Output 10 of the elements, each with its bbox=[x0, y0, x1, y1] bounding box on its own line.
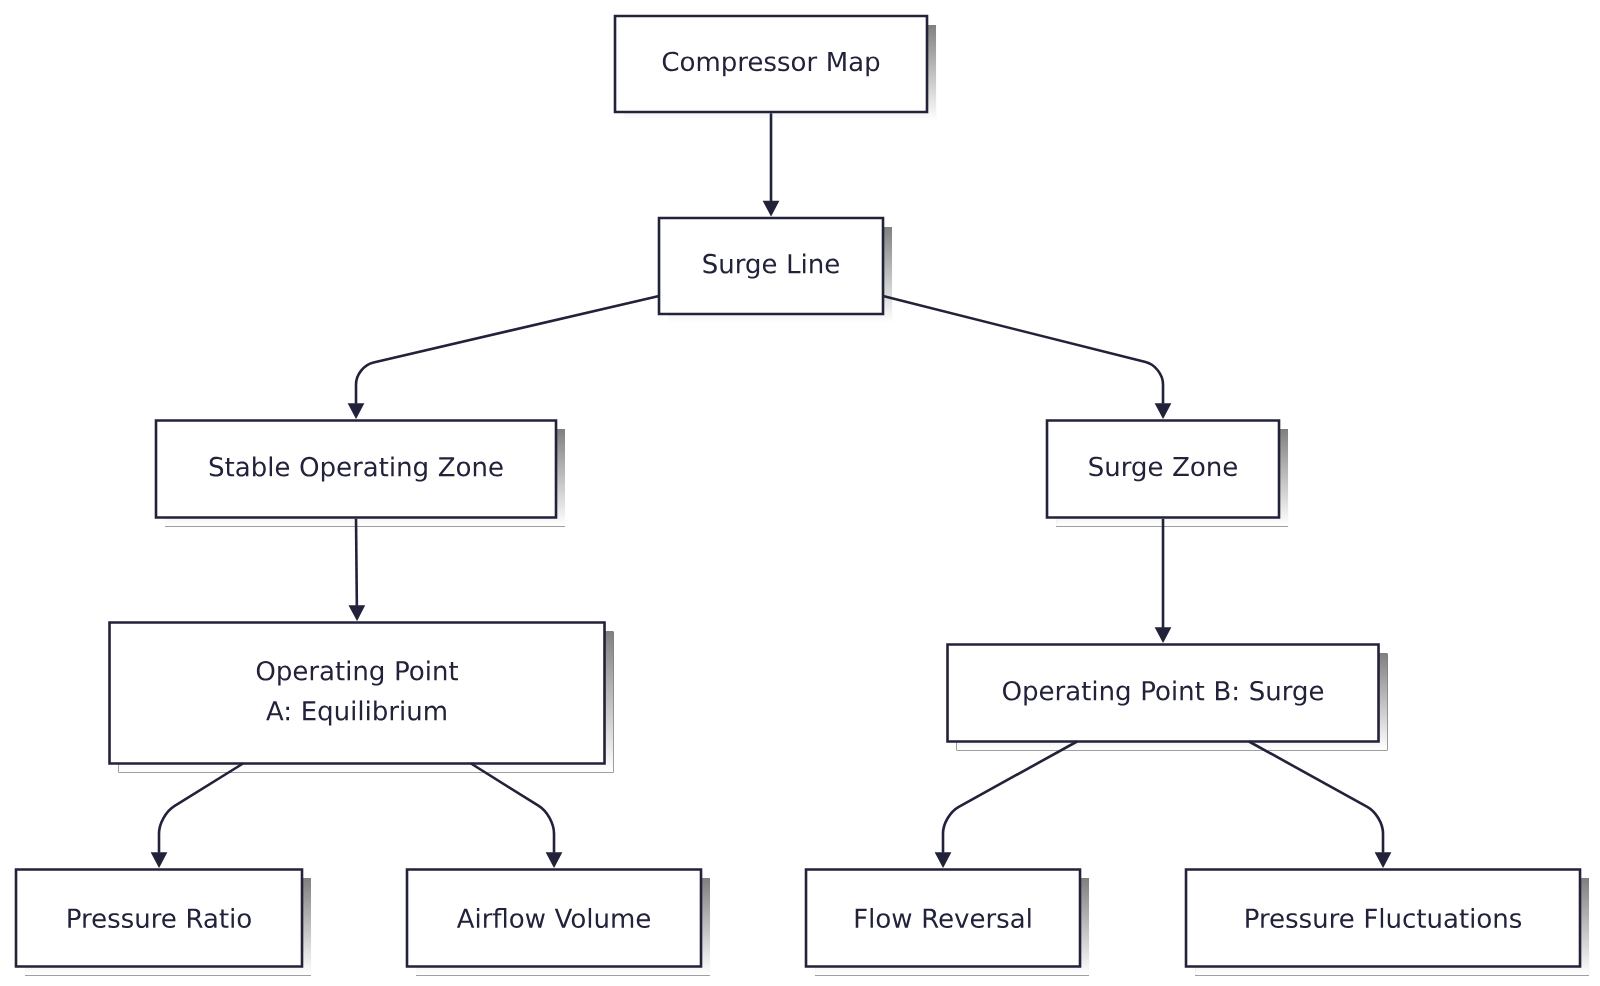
process-box: Stable Operating Zone bbox=[154, 419, 565, 527]
process-box: Surge Line bbox=[657, 216, 892, 323]
process-box: Surge Zone bbox=[1045, 419, 1288, 527]
process-box: Operating Point A: Equilibrium bbox=[108, 621, 614, 773]
process-box: Compressor Map bbox=[613, 14, 936, 121]
process-box: Airflow Volume bbox=[405, 868, 710, 976]
process-box: Flow Reversal bbox=[804, 868, 1089, 976]
process-box: Operating Point B: Surge bbox=[946, 643, 1388, 751]
process-box: Pressure Ratio bbox=[14, 868, 311, 976]
process-box: Pressure Fluctuations bbox=[1184, 868, 1589, 976]
